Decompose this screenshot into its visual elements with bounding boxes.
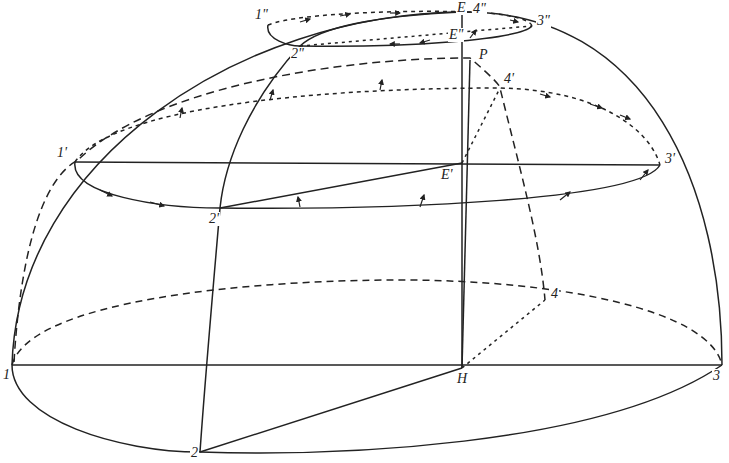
meridian — [200, 12, 462, 452]
flow-arrow — [150, 202, 164, 206]
point-label: 2" — [290, 47, 305, 61]
dome-outline — [12, 12, 722, 365]
flow-arrow — [270, 90, 273, 100]
radius-hp — [462, 60, 470, 368]
flow-arrow — [540, 94, 550, 97]
top-parallel-front — [268, 25, 532, 46]
flow-arrow — [340, 14, 350, 16]
flow-arrow — [380, 80, 382, 90]
flow-arrow — [560, 192, 570, 200]
flow-arrow — [390, 43, 400, 44]
radius-top — [300, 26, 532, 46]
point-label: 4 — [550, 287, 559, 301]
radius-e4p — [462, 88, 500, 163]
flow-arrows — [100, 13, 648, 207]
point-label: 4' — [503, 72, 515, 86]
outline — [12, 11, 722, 452]
point-label: 3" — [536, 14, 551, 28]
flow-arrow — [640, 170, 648, 180]
top-parallel-back — [268, 11, 532, 26]
radius-h2 — [200, 368, 462, 452]
flow-arrow — [620, 115, 630, 119]
point-label: 1" — [254, 8, 269, 22]
flow-arrow — [420, 40, 430, 43]
flow-arrow — [180, 108, 182, 118]
point-label: 1 — [2, 368, 11, 382]
point-label: P — [478, 48, 489, 62]
radius-h4 — [462, 300, 545, 368]
point-label: 4" — [472, 2, 487, 16]
parallel-front — [75, 162, 660, 208]
base-front — [12, 365, 722, 453]
flow-arrow — [420, 195, 424, 207]
point-label: 2' — [208, 212, 220, 226]
point-label: 3' — [664, 152, 676, 166]
diameter-base — [12, 364, 722, 366]
point-label: E' — [440, 168, 454, 182]
flow-arrow — [300, 19, 310, 22]
point-label: 3 — [712, 369, 721, 383]
flow-arrow — [470, 30, 476, 38]
axis — [461, 12, 463, 368]
flow-arrow — [298, 197, 300, 207]
point-label: 2 — [190, 446, 199, 460]
point-label: 1' — [56, 146, 68, 160]
point-label: E — [456, 1, 467, 15]
flow-arrow — [590, 104, 602, 108]
base-back — [12, 280, 722, 365]
point-label: H — [456, 372, 468, 386]
point-label: E" — [448, 28, 464, 42]
diameter-mid — [75, 162, 660, 165]
great-circle — [14, 58, 545, 362]
radius-e2p — [220, 163, 462, 208]
flow-arrow — [100, 190, 112, 196]
parallel-back — [75, 88, 660, 165]
flow-arrow — [390, 12, 400, 13]
flow-arrow — [510, 20, 518, 22]
